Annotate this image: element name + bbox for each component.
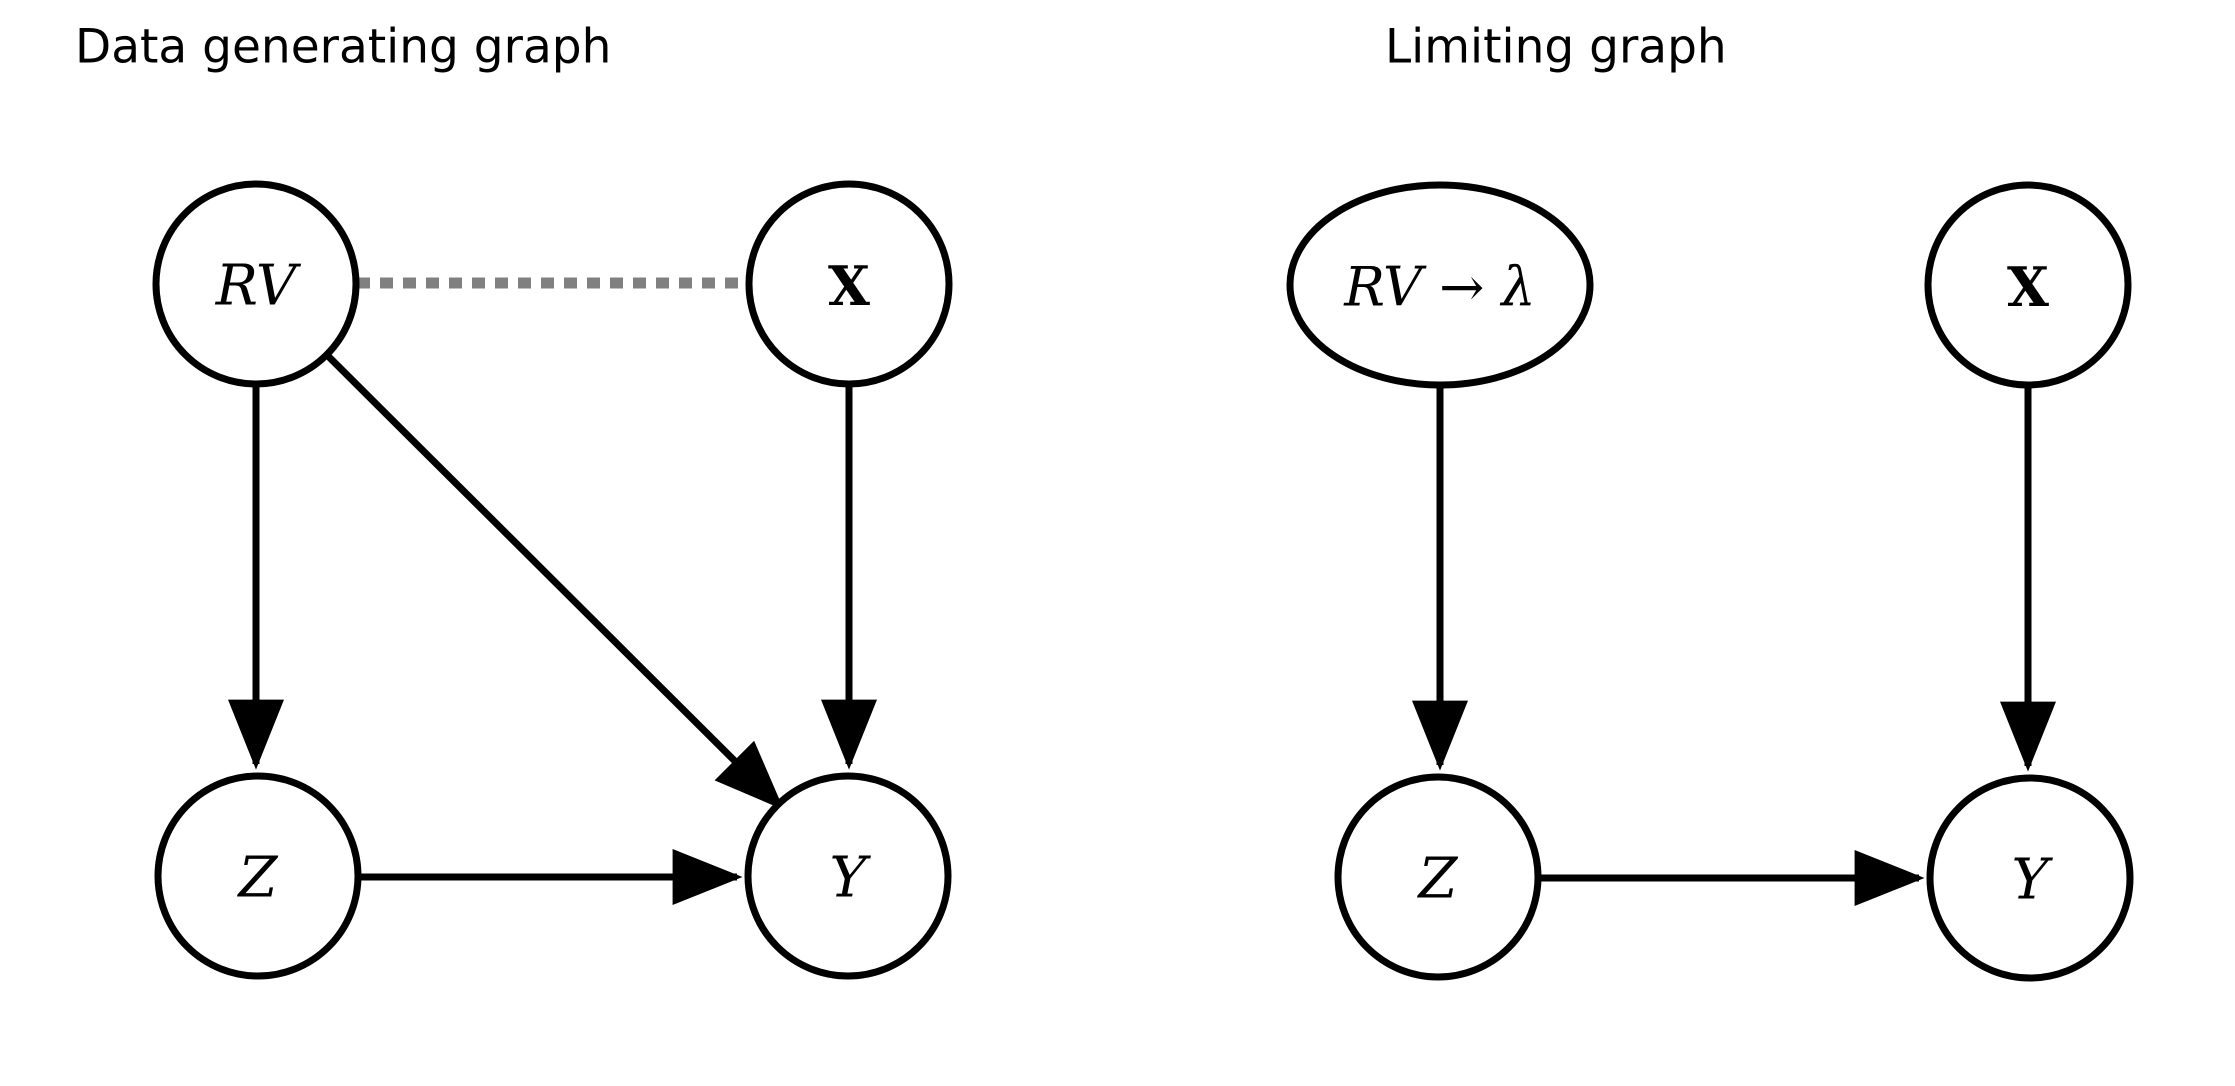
node-y2[interactable]: Y	[1926, 774, 2134, 982]
node-y2-label: Y	[2012, 848, 2054, 913]
node-rv-lambda[interactable]: RV → λ	[1286, 181, 1594, 389]
node-x-circle[interactable]	[745, 180, 953, 388]
node-x2-label: X	[2007, 255, 2049, 319]
node-z[interactable]: Z	[154, 772, 362, 980]
node-z2-label: Z	[1417, 847, 1459, 912]
node-rv-lambda-ellipse[interactable]	[1286, 181, 1594, 389]
panel-title-data-generating-graph: Data generating graph	[75, 20, 611, 75]
node-x[interactable]: X	[745, 180, 953, 388]
node-x2[interactable]: X	[1924, 181, 2132, 389]
node-z2-circle[interactable]	[1334, 773, 1542, 981]
node-z2[interactable]: Z	[1334, 773, 1542, 981]
node-y2-circle[interactable]	[1926, 774, 2134, 982]
node-rv[interactable]: RV	[152, 180, 360, 388]
node-x2-circle[interactable]	[1924, 181, 2132, 389]
edge-group-right	[1412, 386, 2056, 906]
node-y[interactable]: Y	[744, 772, 952, 980]
edge-group-left	[228, 277, 877, 905]
node-y-circle[interactable]	[744, 772, 952, 980]
node-x-label: X	[828, 254, 870, 318]
node-rv-lambda-label: RV → λ	[1343, 256, 1536, 319]
node-rv-circle[interactable]	[152, 180, 360, 388]
panel-title-limiting-graph: Limiting graph	[1385, 20, 1727, 75]
edge-rv-to-y-arrow	[324, 352, 784, 810]
node-y-label: Y	[830, 846, 872, 911]
node-z-label: Z	[237, 846, 279, 911]
node-rv-label: RV	[215, 254, 302, 319]
panel-limiting-graph: Limiting graph RV → λ X Z	[1286, 20, 2134, 982]
panel-data-generating-graph: Data generating graph RV X Z	[75, 20, 953, 980]
node-z-circle[interactable]	[154, 772, 362, 980]
